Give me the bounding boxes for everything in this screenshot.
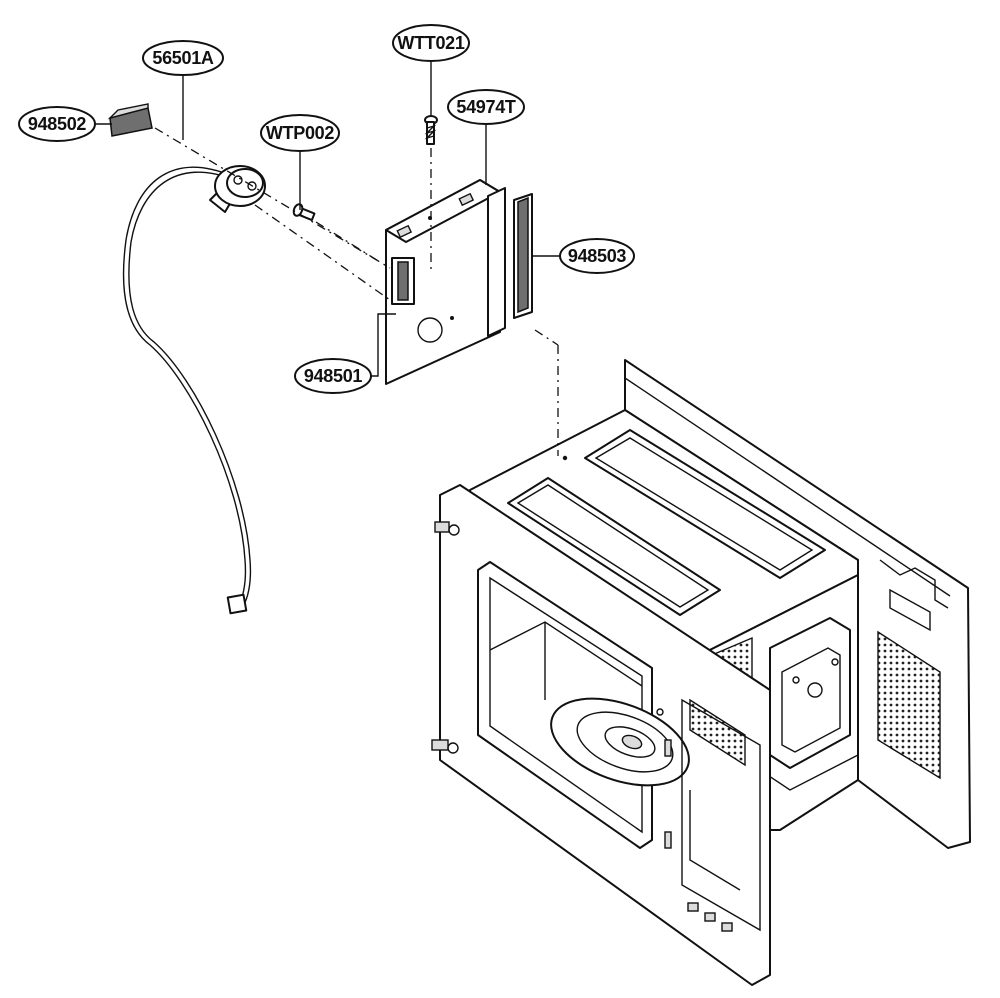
screw-WTT021 [424,115,438,145]
callout-948503: 948503 [559,238,635,274]
leader-lines [95,62,560,377]
callout-56501A: 56501A [142,40,224,76]
top-embossed-panel-left [507,477,721,616]
callout-54974T: 54974T [447,89,525,125]
assembly-guide-lines [154,127,559,456]
callout-label: WTT021 [397,33,465,53]
callout-WTP002: WTP002 [260,114,340,152]
thermostat-56501A [209,165,266,213]
callout-label: WTP002 [266,123,335,143]
top-embossed-panel-right [584,429,826,579]
grommet-948501 [391,257,415,305]
callout-948502: 948502 [18,106,96,142]
callout-label: 948502 [28,114,87,134]
callout-label: 54974T [456,97,516,117]
harness-connector [226,593,248,615]
hinge-pin-bottom [431,739,459,754]
insulator-948502 [107,103,153,137]
callout-label: 948501 [304,366,363,386]
callout-label: 56501A [152,48,214,68]
callout-WTT021: WTT021 [392,24,470,62]
front-frame-vent [689,698,746,767]
thermal-cutout-harness [107,103,316,615]
hinge-pin-top [434,521,460,536]
harness-wire [122,166,247,607]
callout-948501: 948501 [294,358,372,394]
screw-WTP002 [292,203,316,222]
callout-label: 948503 [568,246,627,266]
right-panel-vent [877,630,941,780]
insulator-948503 [513,193,533,319]
oven-cavity-assembly [431,359,971,986]
bracket-54974T [385,179,506,385]
turntable [550,697,690,787]
